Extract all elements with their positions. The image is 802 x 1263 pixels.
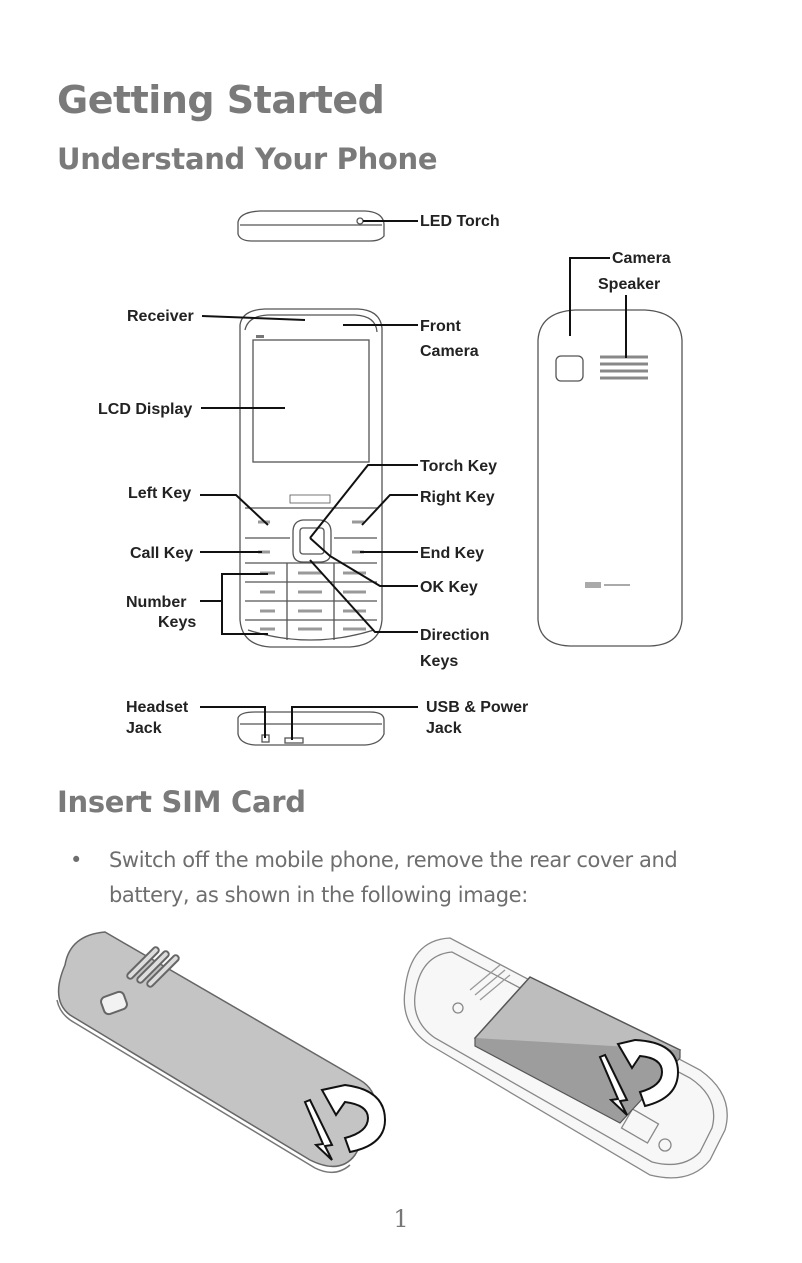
phone-back-view — [537, 309, 683, 647]
rotate-arrow-icon — [598, 1038, 680, 1116]
label-usb-jack: Jack — [426, 720, 462, 737]
section-heading-insert-sim: Insert SIM Card — [57, 785, 306, 819]
label-speaker: Speaker — [598, 276, 660, 293]
label-call-key: Call Key — [130, 545, 193, 562]
label-number: Number — [126, 594, 186, 611]
instruction-text: Switch off the mobile phone, remove the … — [109, 848, 678, 907]
label-led-torch: LED Torch — [420, 213, 500, 230]
label-left-key: Left Key — [128, 485, 191, 502]
label-ok-key: OK Key — [420, 579, 478, 596]
label-direction: Direction — [420, 627, 489, 644]
label-direction-keys: Keys — [420, 653, 458, 670]
instruction-list-item: • Switch off the mobile phone, remove th… — [70, 843, 750, 913]
leader-lines — [200, 220, 627, 740]
label-usb-power: USB & Power — [426, 699, 528, 716]
page-number: 1 — [393, 1205, 409, 1233]
label-lcd-display: LCD Display — [98, 401, 192, 418]
label-headset-jack: Jack — [126, 720, 162, 737]
rotate-arrow-icon — [303, 1083, 387, 1161]
label-front-camera: Camera — [420, 343, 479, 360]
bullet-icon: • — [70, 848, 83, 872]
label-right-key: Right Key — [420, 489, 495, 506]
battery-removal-illustration — [403, 937, 728, 1179]
phone-top-view — [237, 210, 385, 242]
phone-bottom-view — [237, 711, 385, 746]
page-title: Getting Started — [57, 78, 385, 122]
section-heading-understand-phone: Understand Your Phone — [57, 142, 438, 176]
label-torch-key: Torch Key — [420, 458, 497, 475]
label-end-key: End Key — [420, 545, 484, 562]
phone-parts-diagram: LED Torch Camera Speaker Receiver Front … — [98, 210, 683, 746]
label-number-keys: Keys — [158, 614, 196, 631]
label-front: Front — [420, 318, 462, 335]
label-receiver: Receiver — [127, 308, 194, 325]
label-headset: Headset — [126, 699, 189, 716]
label-camera: Camera — [612, 250, 671, 267]
phone-front-view — [239, 308, 383, 648]
rear-cover-removal-illustration — [56, 931, 387, 1174]
